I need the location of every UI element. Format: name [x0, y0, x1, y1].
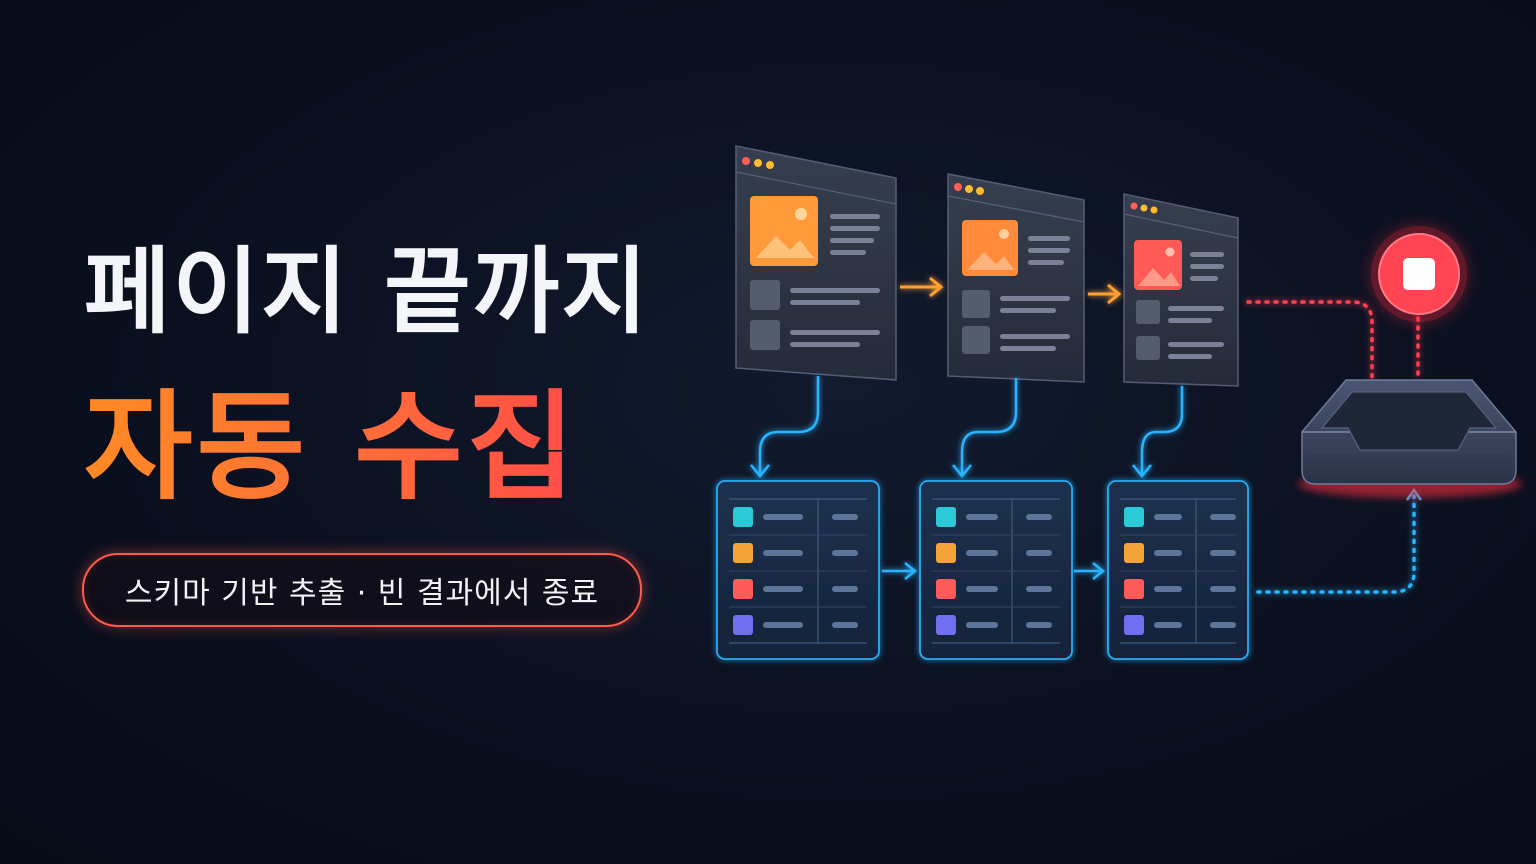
next-page-arrows — [900, 276, 1122, 305]
arrow-right-icon — [1074, 562, 1106, 580]
browser-page-3 — [1123, 193, 1239, 387]
table-row — [936, 543, 1052, 563]
arrow-right-icon — [1088, 283, 1122, 305]
table-row — [733, 579, 858, 599]
headline-line-1: 페이지 끝까지 — [84, 238, 650, 347]
data-tables — [716, 480, 1249, 660]
data-table-icon — [716, 480, 880, 660]
subtitle-pill: 스키마 기반 추출 · 빈 결과에서 종료 — [82, 553, 642, 627]
arrow-right-icon — [882, 562, 918, 580]
table-row — [1124, 507, 1236, 527]
table-row — [936, 579, 1052, 599]
browser-page-2 — [947, 173, 1085, 383]
browser-page-1 — [735, 145, 897, 381]
table-row — [936, 507, 1052, 527]
table-row — [733, 507, 858, 527]
table-row — [733, 543, 858, 563]
headline-line-2: 자동 수집 — [84, 388, 684, 506]
data-table-icon — [1107, 480, 1249, 660]
table-row — [733, 615, 858, 635]
stop-button-icon — [1371, 226, 1467, 322]
table-row — [936, 615, 1052, 635]
table-row — [1124, 543, 1236, 563]
extract-connectors — [750, 376, 1184, 478]
table-row — [1124, 615, 1236, 635]
table-row — [1124, 579, 1236, 599]
subtitle-text: 스키마 기반 추출 · 빈 결과에서 종료 — [124, 576, 600, 611]
data-table-icon — [919, 480, 1073, 660]
arrow-right-icon — [900, 276, 944, 298]
collect-path — [1256, 494, 1416, 594]
stop-signal-path — [1246, 300, 1420, 382]
table-arrows — [882, 562, 1106, 580]
collection-tray-icon — [1298, 379, 1522, 498]
